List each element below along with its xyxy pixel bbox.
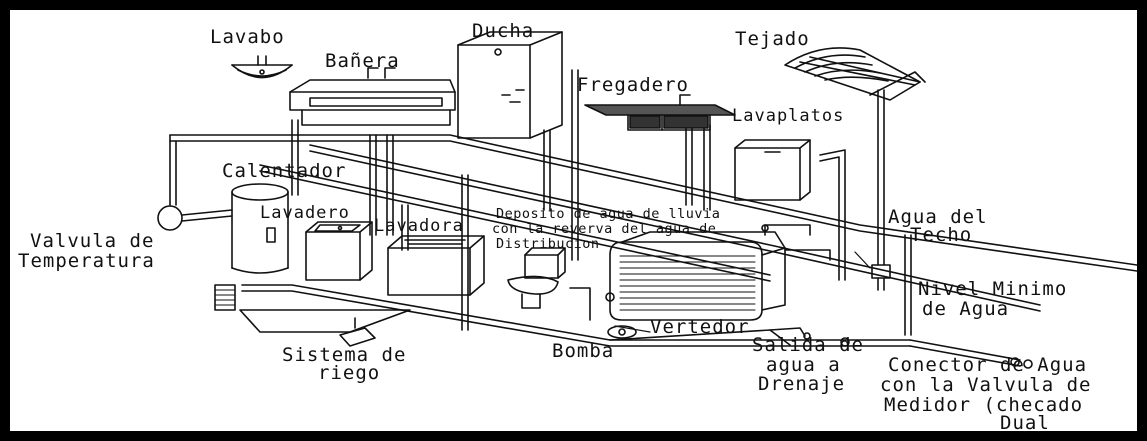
inodoro-toilet xyxy=(507,247,566,309)
risers xyxy=(291,69,912,336)
fregadero-sink xyxy=(584,94,736,131)
label-lavadora: Lavadora xyxy=(374,216,464,236)
banera-bathtub xyxy=(289,67,456,126)
calentador-heater xyxy=(231,183,289,274)
sistema-riego xyxy=(214,284,376,347)
label-calentador: Calentador xyxy=(222,160,347,182)
tejado-roof xyxy=(784,47,926,101)
main-supply-pipes xyxy=(169,134,1137,312)
agua-techo-valve xyxy=(871,264,891,291)
valvula-temperatura xyxy=(157,205,233,231)
ducha-shower xyxy=(457,31,563,139)
plumbing-drawing xyxy=(157,31,1137,369)
label-bomba: Bomba xyxy=(552,340,615,362)
label-lavadero: Lavadero xyxy=(260,203,350,223)
label-lavaplatos: Lavaplatos xyxy=(732,106,845,126)
label-salida-1: Salida de xyxy=(752,334,864,356)
label-salida-3: Drenaje xyxy=(758,373,846,395)
label-agua-techo-2: Techo xyxy=(910,224,973,246)
diagram-frame: Lavabo Bañera Ducha Fregadero Tejado Lav… xyxy=(10,10,1137,431)
lavadora-washer xyxy=(387,235,485,296)
label-conector-2: con la Valvula de xyxy=(880,374,1092,396)
lavadero-sink xyxy=(305,221,373,281)
label-ducha: Ducha xyxy=(472,20,535,42)
lavabo-sink xyxy=(231,55,293,79)
label-banera: Bañera xyxy=(325,50,400,72)
label-deposito-3: Distribucion xyxy=(496,236,600,252)
label-tejado: Tejado xyxy=(735,28,810,50)
label-conector-4: Dual xyxy=(1000,412,1050,431)
return-pipes xyxy=(239,284,1021,367)
label-fregadero: Fregadero xyxy=(577,74,689,96)
vertedor-outlet xyxy=(769,327,811,340)
label-valvula-2: Temperatura xyxy=(18,250,155,272)
label-deposito-2: con la reverva del agua de xyxy=(492,221,717,237)
lavaplatos-dishwasher xyxy=(734,139,811,201)
label-valvula-1: Valvula de xyxy=(30,230,155,252)
label-deposito-1: Deposito de agua de lluvia xyxy=(496,206,721,222)
label-nivel-1: Nivel Minimo xyxy=(918,278,1068,300)
deposito-tank xyxy=(605,224,831,321)
label-lavabo: Lavabo xyxy=(210,26,285,48)
label-agua-techo-1: Agua del xyxy=(888,206,988,228)
leader-lines xyxy=(614,251,871,333)
label-conector-1: Conector de Agua xyxy=(888,354,1088,376)
label-conector-3: Medidor (checado xyxy=(884,394,1084,416)
bomba-pump xyxy=(607,325,637,339)
label-nivel-2: de Agua xyxy=(922,298,1010,320)
label-sistema-1: Sistema de xyxy=(282,344,407,366)
label-vertedor: Vertedor xyxy=(650,316,750,338)
label-sistema-2: riego xyxy=(318,362,381,384)
label-salida-2: agua a xyxy=(766,354,841,376)
conector-valves xyxy=(840,337,1033,369)
